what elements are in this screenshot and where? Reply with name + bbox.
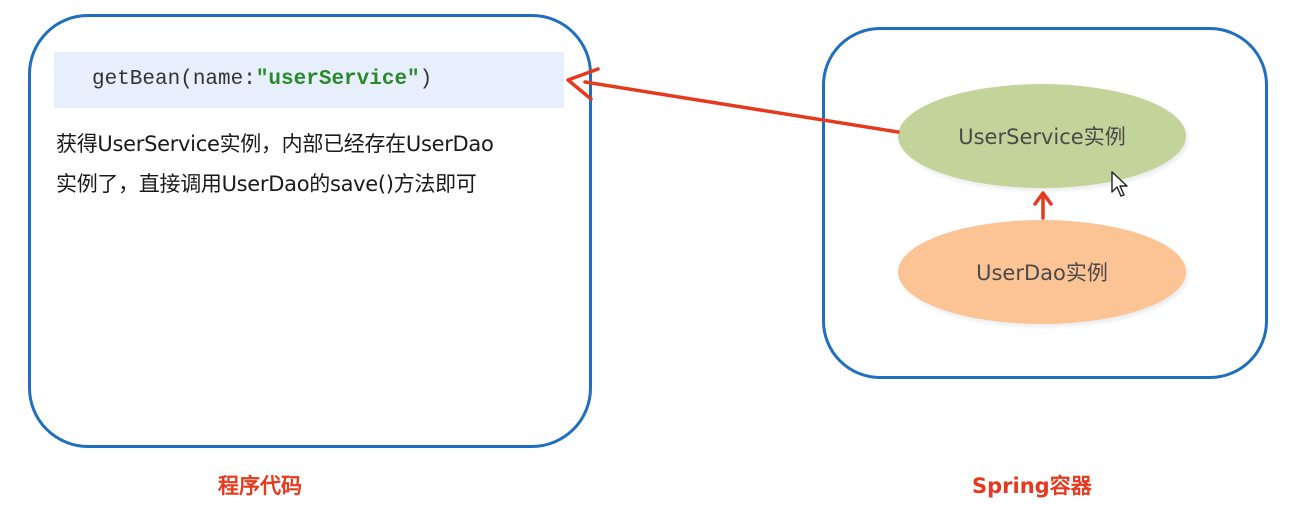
description-line-1: 获得UserService实例，内部已经存在UserDao xyxy=(56,132,494,156)
program-code-caption: 程序代码 xyxy=(218,474,302,498)
user-dao-instance: UserDao实例 xyxy=(898,220,1186,324)
user-service-instance: UserService实例 xyxy=(898,84,1186,188)
spring-container-panel xyxy=(822,27,1268,379)
code-call: getBean(name: xyxy=(92,68,256,91)
program-code-panel xyxy=(28,14,592,448)
injection-arrow xyxy=(1033,191,1053,220)
code-string-literal: "userService" xyxy=(255,68,420,91)
get-bean-arrow xyxy=(566,67,900,134)
description-text: 获得UserService实例，内部已经存在UserDao 实例了，直接调用Us… xyxy=(56,124,586,204)
code-snippet: getBean(name:"userService") xyxy=(54,52,564,108)
mouse-cursor-icon xyxy=(1111,171,1128,197)
code-close-paren: ) xyxy=(419,68,433,91)
description-line-2: 实例了，直接调用UserDao的save()方法即可 xyxy=(56,172,477,196)
user-dao-label: UserDao实例 xyxy=(976,261,1108,285)
spring-container-caption: Spring容器 xyxy=(972,474,1092,498)
user-service-label: UserService实例 xyxy=(958,125,1126,149)
